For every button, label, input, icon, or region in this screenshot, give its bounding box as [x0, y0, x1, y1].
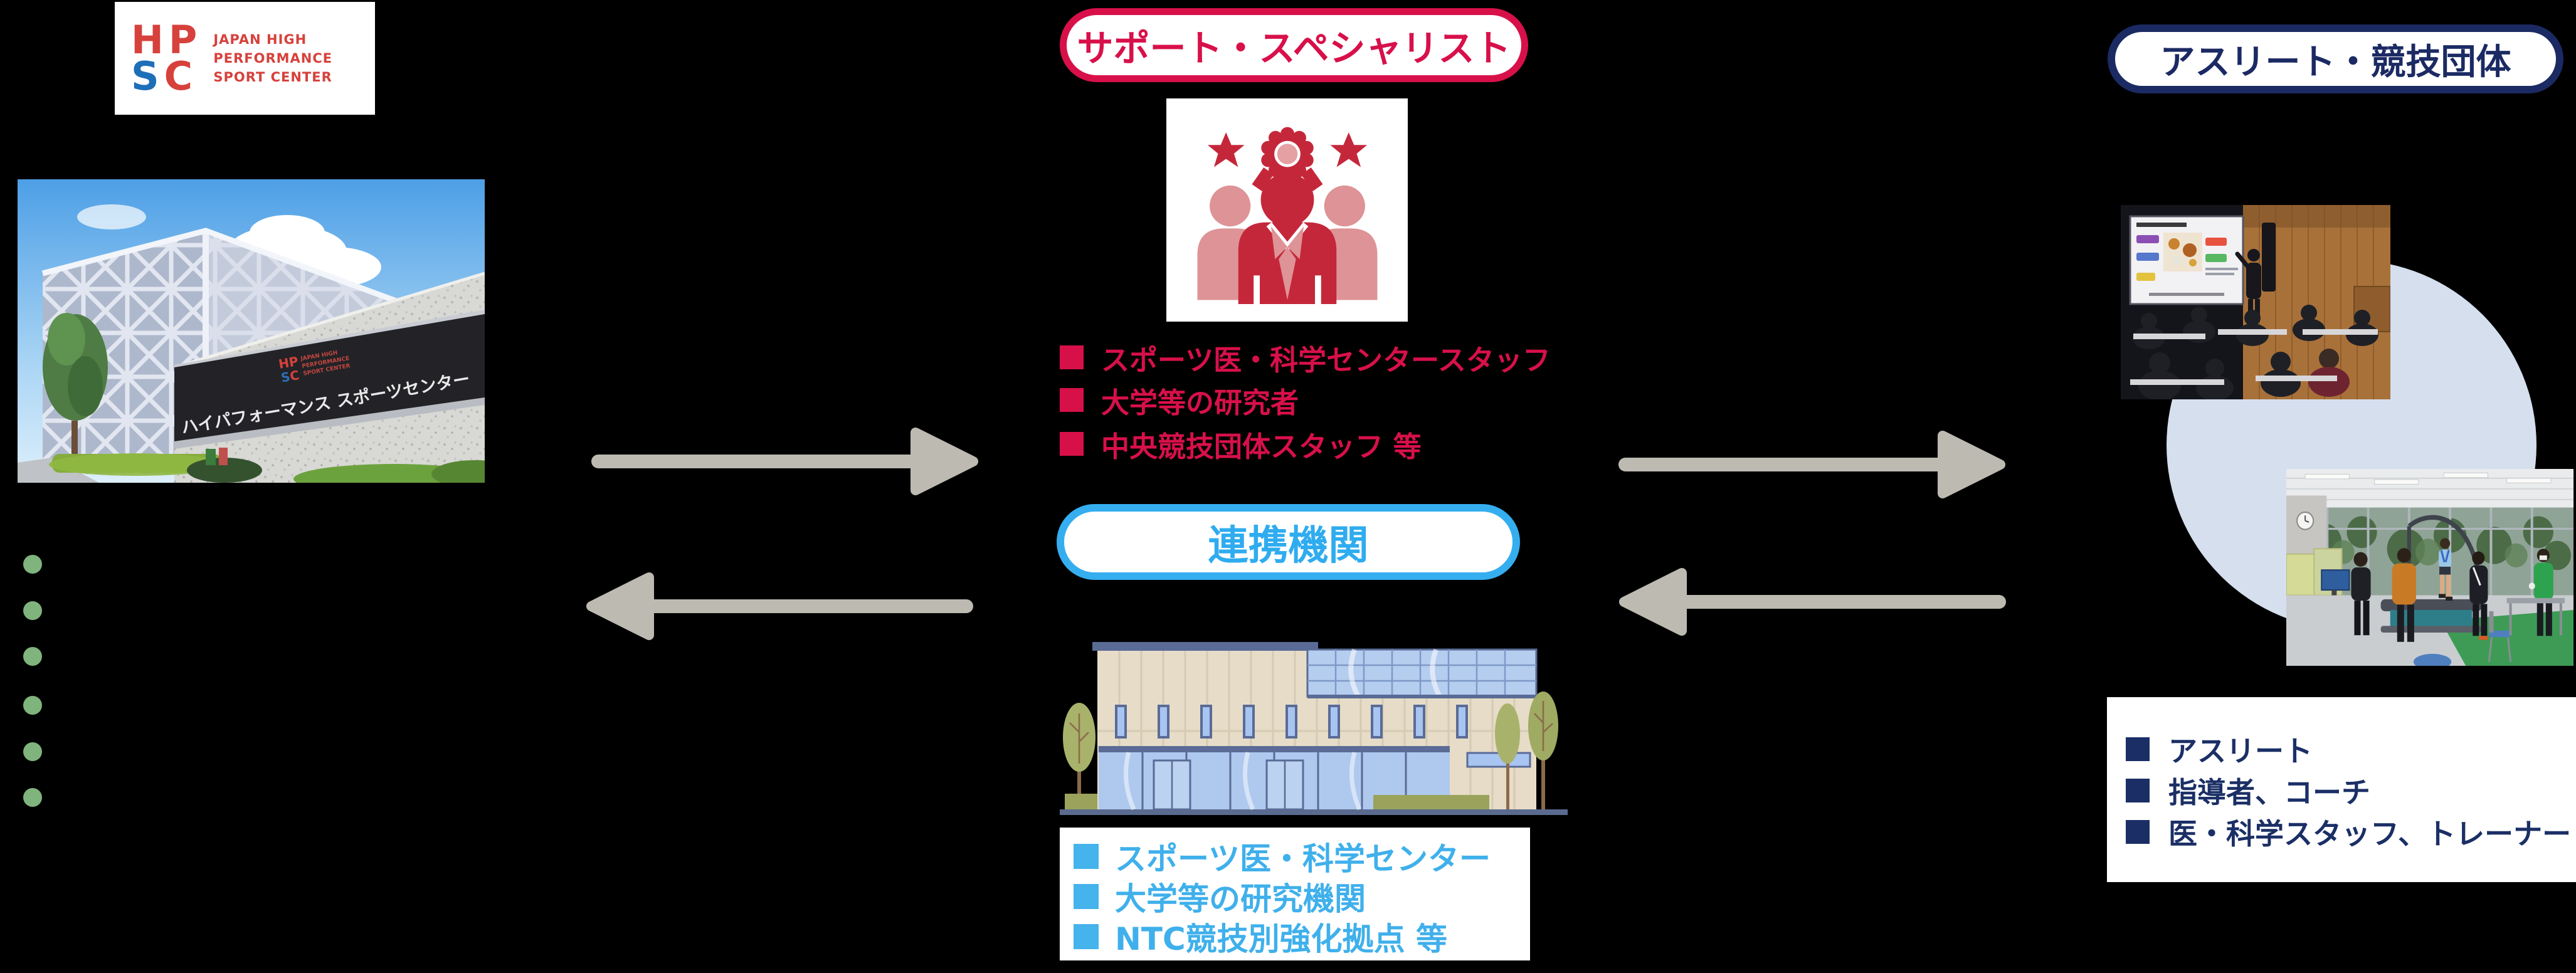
logo-letter: C: [164, 53, 198, 99]
hpsc-logo-letters: HP SC: [131, 21, 202, 96]
entrance-wall: [174, 271, 485, 483]
arrow-hpsc-to-specialists-icon: [591, 428, 978, 495]
partners-title-pill: 連携機関: [1057, 504, 1520, 580]
athletes-title-pill: アスリート・競技団体: [2108, 24, 2563, 93]
sign-logo-letter: C: [288, 367, 300, 384]
specialist-item: 大学等の研究者: [1060, 380, 1299, 420]
green-bullet-icon: [23, 601, 42, 620]
partner-item-label: NTC競技別強化拠点 等: [1115, 921, 1448, 957]
athletes-list-box: アスリート 指導者、コーチ 医・科学スタッフ、トレーナー: [2107, 697, 2576, 882]
navy-square-bullet-icon: [2126, 779, 2150, 802]
green-bullet-icon: [23, 555, 42, 574]
athlete-figure: [2439, 538, 2453, 601]
center-person-icon: [1238, 173, 1336, 304]
green-bullet-icon: [23, 788, 42, 807]
specialist-item: スポーツ医・科学センタースタッフ: [1060, 337, 1551, 377]
partner-item: NTC競技別強化拠点 等: [1074, 917, 1530, 957]
sign-logo-letters: HP: [277, 354, 299, 372]
logo-subtitle-line: SPORT CENTER: [213, 70, 332, 85]
hpsc-building-photo: HP SC JAPAN HIGH PERFORMANCE SPORT CENTE…: [18, 179, 485, 483]
hpsc-logo: HP SC JAPAN HIGH PERFORMANCE SPORT CENTE…: [115, 2, 375, 115]
partner-item-label: 大学等の研究機関: [1115, 881, 1366, 917]
slit-windows: [1115, 705, 1468, 739]
green-bullet-icon: [23, 742, 42, 761]
specialist-item-label: スポーツ医・科学センタースタッフ: [1101, 343, 1551, 377]
partner-item: 大学等の研究機関: [1074, 876, 1530, 917]
arrow-specialists-to-athletes-icon: [1618, 431, 2005, 498]
staff-figure: [2351, 552, 2371, 636]
partner-item: スポーツ医・科学センター: [1074, 836, 1530, 877]
navy-square-bullet-icon: [2126, 737, 2150, 761]
glass-top-section: [1306, 648, 1538, 698]
logo-letter: S: [131, 53, 164, 99]
logo-letter: P: [168, 17, 203, 63]
support-specialists-title-pill: サポート・スペシャリスト: [1060, 8, 1528, 82]
chair: [2413, 611, 2512, 666]
tree-icon: [1063, 703, 1104, 809]
arrow-athletes-to-partners-icon: [1619, 568, 2006, 636]
arrow-partners-to-hpsc-icon: [586, 572, 973, 640]
greenery: [18, 448, 485, 483]
training-lab-photo: [2286, 469, 2573, 666]
specialists-people-icon: [1197, 127, 1377, 304]
athlete-item-label: アスリート: [2168, 734, 2313, 768]
specialist-item: 中央競技団体スタッフ 等: [1060, 424, 1422, 464]
navy-square-bullet-icon: [2126, 820, 2150, 844]
red-square-bullet-icon: [1060, 432, 1084, 456]
specialist-item-label: 中央競技団体スタッフ 等: [1101, 429, 1422, 463]
red-square-bullet-icon: [1060, 345, 1084, 369]
athletes-title: アスリート・競技団体: [2160, 41, 2511, 83]
blue-square-bullet-icon: [1074, 924, 1099, 949]
green-bullet-icon: [23, 647, 42, 666]
athlete-item-label: 指導者、コーチ: [2168, 776, 2370, 809]
partner-item-label: スポーツ医・科学センター: [1115, 841, 1491, 877]
red-square-bullet-icon: [1060, 388, 1084, 412]
storefront-glass: [1099, 746, 1450, 811]
staff-figure: [2392, 548, 2416, 642]
athlete-item: 医・科学スタッフ、トレーナー: [2126, 811, 2576, 853]
logo-letter: H: [131, 17, 169, 63]
tree-icon: [1495, 692, 1558, 809]
blue-square-bullet-icon: [1074, 884, 1099, 909]
partners-list-box: スポーツ医・科学センター 大学等の研究機関 NTC競技別強化拠点 等: [1060, 828, 1530, 960]
blue-square-bullet-icon: [1074, 844, 1099, 869]
partners-title: 連携機関: [1208, 522, 1369, 569]
support-specialists-title: サポート・スペシャリスト: [1077, 27, 1511, 70]
logo-subtitle-line: PERFORMANCE: [213, 51, 333, 66]
tree-icon: [43, 313, 108, 460]
partner-building-illustration: [1060, 642, 1568, 815]
staff-figure: [2528, 549, 2553, 636]
rosette-badge-icon: [1252, 127, 1322, 192]
sign-logo-letter: S: [280, 369, 291, 386]
green-bullet-icon: [23, 696, 42, 715]
athlete-item: アスリート: [2126, 728, 2576, 770]
lecture-photo: [2121, 205, 2390, 399]
svg-text:SC: SC: [280, 367, 300, 386]
specialist-item-label: 大学等の研究者: [1101, 386, 1299, 419]
projection-screen: [2129, 215, 2244, 305]
athlete-item: 指導者、コーチ: [2126, 770, 2576, 811]
specialists-icon-card: [1166, 98, 1408, 322]
logo-subtitle-line: JAPAN HIGH: [213, 32, 307, 47]
athlete-item-label: 医・科学スタッフ、トレーナー: [2168, 817, 2572, 851]
staff-figure: [2469, 551, 2488, 640]
